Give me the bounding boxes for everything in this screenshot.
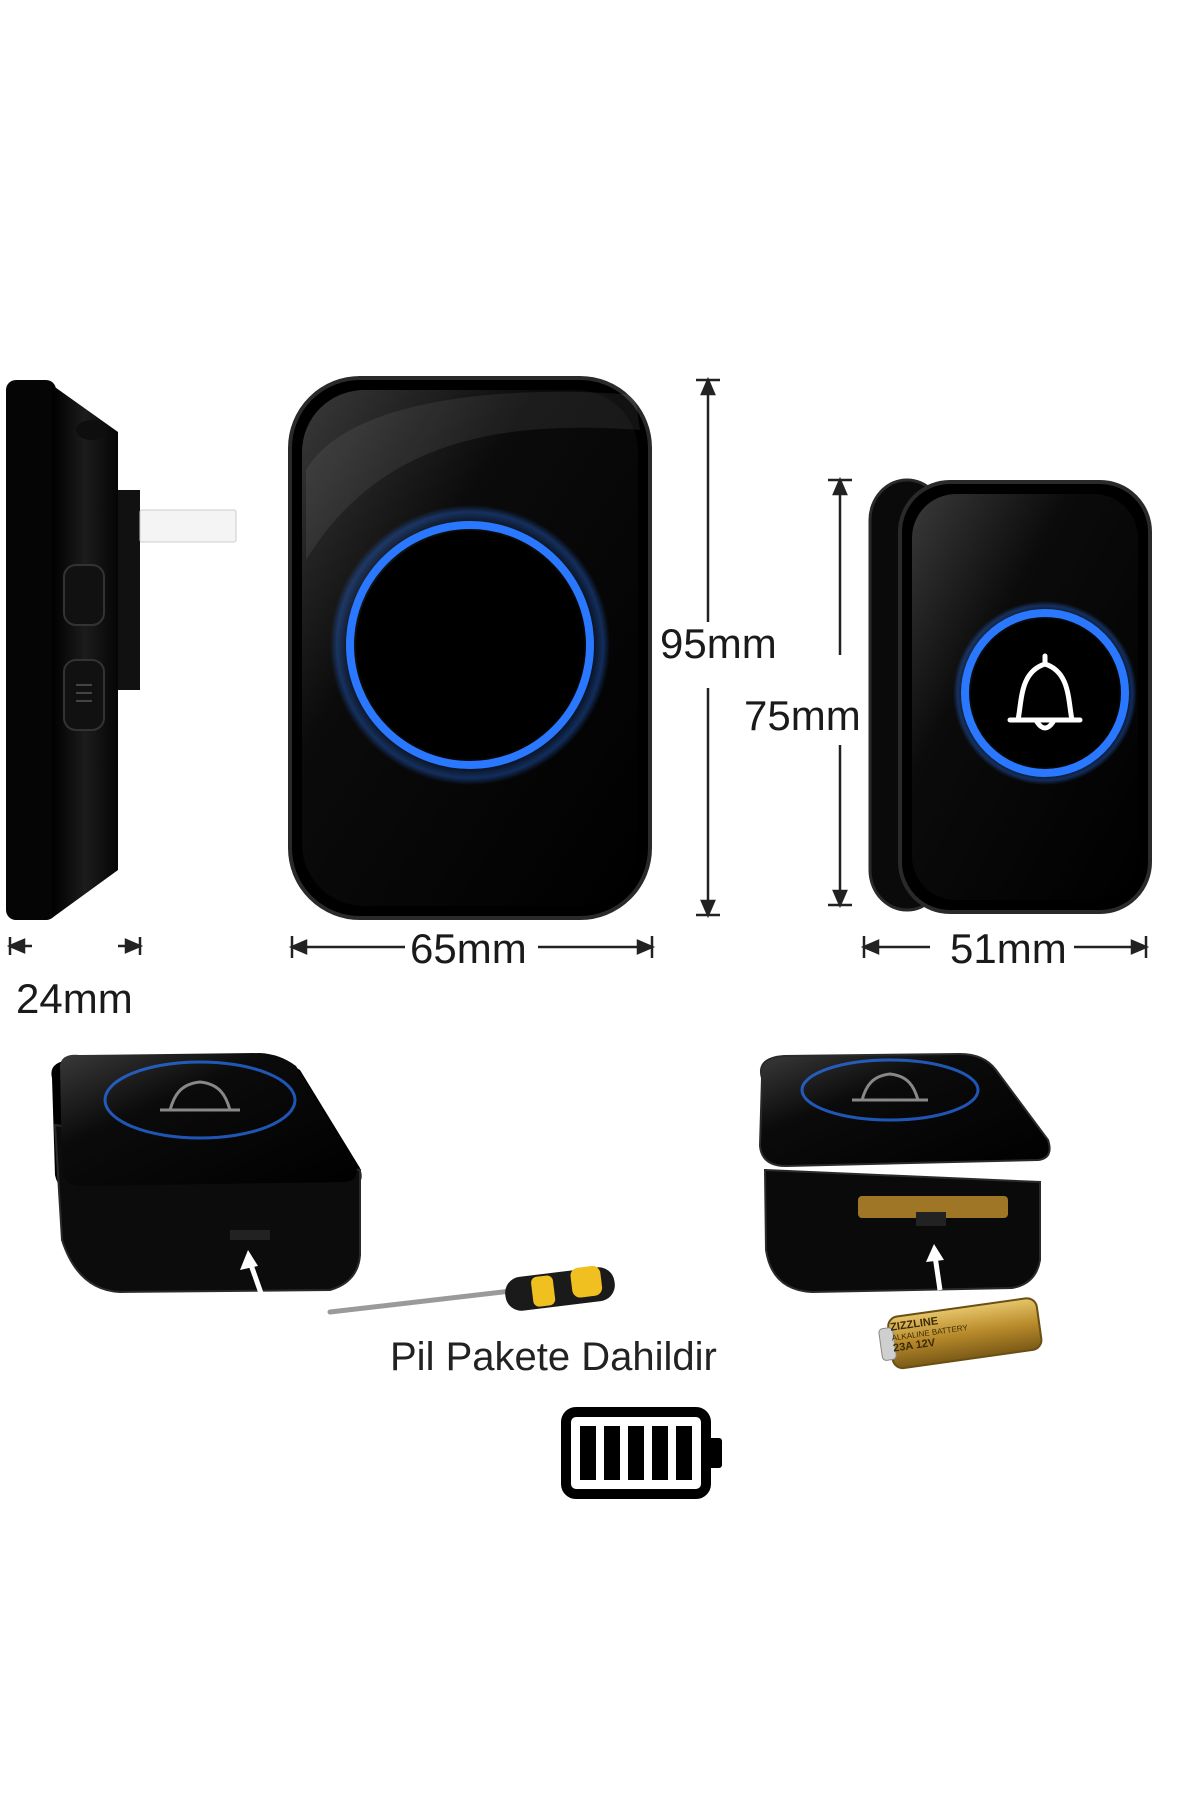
dimension-label-width-receiver: 65mm xyxy=(410,925,527,972)
dimension-label-height-receiver: 95mm xyxy=(660,620,777,667)
button-open-angle-view xyxy=(758,1052,1051,1294)
battery-included-caption: Pil Pakete Dahildir xyxy=(390,1335,717,1379)
arrow-up-icon xyxy=(240,1250,265,1297)
dimension-label-height-button: 75mm xyxy=(744,692,861,739)
dimension-label-width-button: 51mm xyxy=(950,925,1067,972)
battery-full-icon xyxy=(561,1407,722,1499)
receiver-front-view xyxy=(288,376,652,920)
arrow-up-icon xyxy=(926,1244,944,1291)
dimension-lines xyxy=(6,376,1150,958)
doorbell-button-front-view xyxy=(868,478,1152,914)
battery-23a-12v xyxy=(878,1297,1043,1370)
screwdriver-icon xyxy=(327,1265,615,1315)
receiver-side-view xyxy=(6,380,237,920)
bell-icon xyxy=(1007,653,1083,731)
dimension-label-depth: 24mm xyxy=(16,975,133,1022)
button-closed-angle-view xyxy=(51,1053,362,1297)
